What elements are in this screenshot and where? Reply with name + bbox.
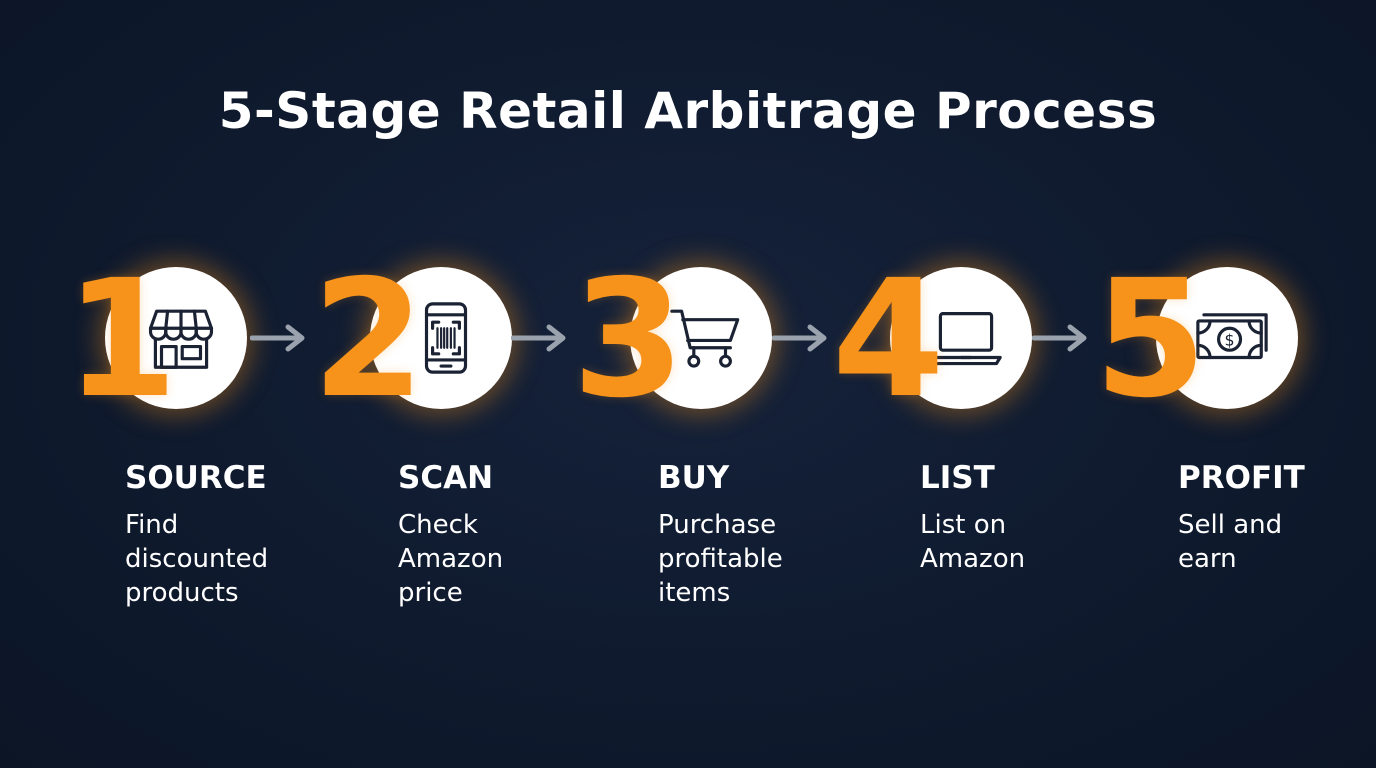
stage-description: Sell and earn: [1178, 508, 1282, 576]
stage-description: Purchase profitable items: [658, 508, 783, 610]
stage-description-line: Amazon: [920, 544, 1026, 574]
stage-description-line: profitable: [658, 544, 783, 574]
stage-icon-circle: [370, 267, 512, 409]
stage-number: 5: [1094, 246, 1207, 434]
stage-description-line: Amazon: [398, 544, 504, 574]
stage-icon-circle: $: [1156, 267, 1298, 409]
stage-label: SCAN: [398, 460, 494, 496]
stage-description-line: Find: [125, 510, 179, 540]
storefront-icon: [148, 309, 214, 369]
stage-description-line: List on: [920, 510, 1007, 540]
stage-list: 4 LIST List on Amazon: [832, 0, 1032, 768]
stage-description-line: earn: [1178, 544, 1237, 574]
stage-label: LIST: [920, 460, 995, 496]
stage-icon-circle: [630, 267, 772, 409]
stage-icon-circle: [890, 267, 1032, 409]
stage-description: Find discounted products: [125, 508, 268, 610]
stage-description-line: products: [125, 578, 239, 608]
laptop-icon: [930, 312, 1002, 366]
stage-number: 2: [312, 246, 425, 434]
stage-number: 3: [572, 246, 685, 434]
stage-description-line: Purchase: [658, 510, 777, 540]
stage-description: List on Amazon: [920, 508, 1025, 576]
dollar-bill-icon: $: [1196, 313, 1268, 360]
stage-description-line: Check: [398, 510, 478, 540]
stage-description-line: price: [398, 578, 463, 608]
stage-label: BUY: [658, 460, 730, 496]
arrow-right-icon: [250, 324, 305, 352]
stage-source: 1 SOURCE Find discounted products: [65, 0, 268, 768]
arrow-right-icon: [1032, 324, 1087, 352]
page-title: 5-Stage Retail Arbitrage Process: [218, 82, 1158, 140]
stage-number: 4: [832, 246, 945, 434]
stage-label: SOURCE: [125, 460, 267, 496]
stage-description-line: discounted: [125, 544, 269, 574]
arrow-right-icon: [772, 324, 827, 352]
stage-icon-circle: [105, 267, 247, 409]
shopping-cart-icon: [670, 309, 740, 368]
stage-description: Check Amazon price: [398, 508, 503, 610]
stage-profit: $ 5 PROFIT Sell and earn: [1094, 0, 1305, 768]
stage-label: PROFIT: [1178, 460, 1305, 496]
stage-scan: 2 SCAN Check Amazon price: [312, 0, 512, 768]
svg-text:$: $: [1225, 330, 1235, 349]
stage-description-line: items: [658, 578, 731, 608]
stage-number: 1: [65, 246, 178, 434]
barcode-scanner-phone-icon: [424, 302, 468, 374]
arrow-right-icon: [511, 324, 566, 352]
stage-description-line: Sell and: [1178, 510, 1283, 540]
stage-buy: 3 BUY Purchase profitable items: [572, 0, 783, 768]
